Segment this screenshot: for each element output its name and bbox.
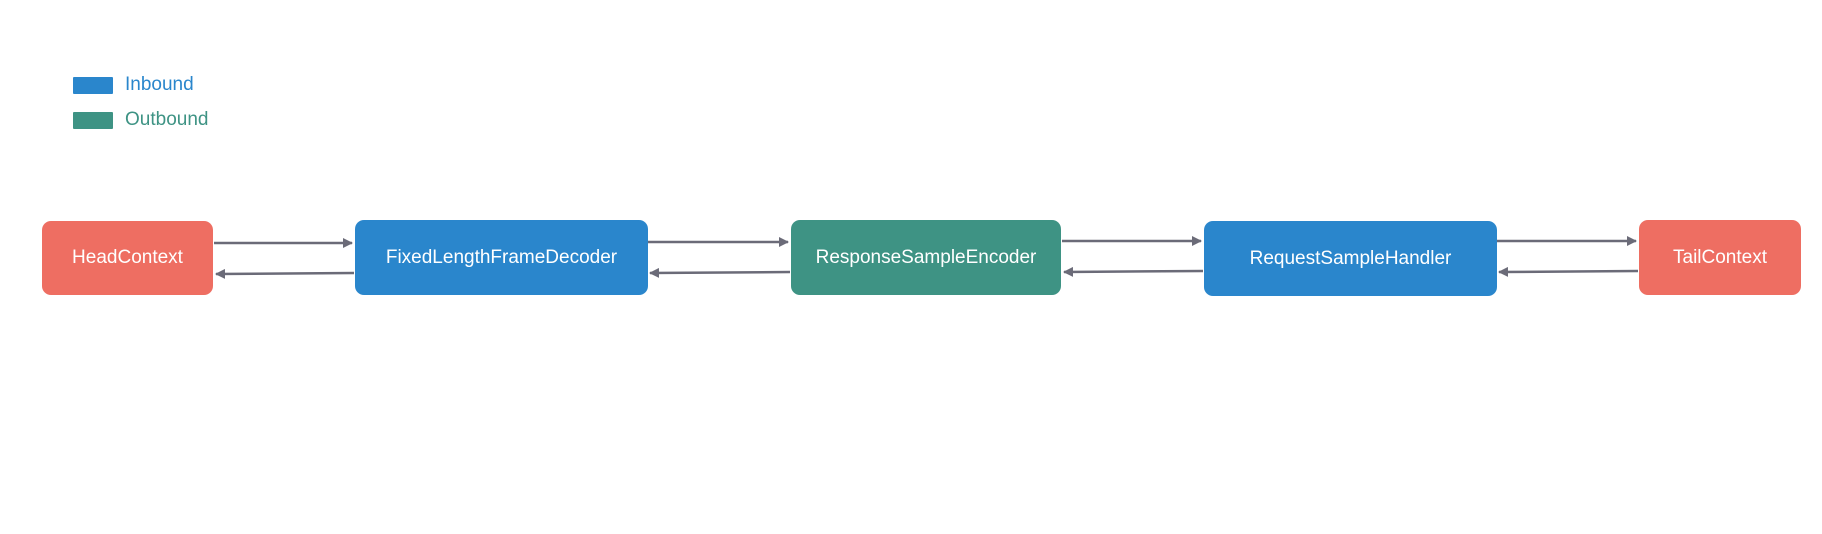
node-fixed-length-frame-decoder: FixedLengthFrameDecoder <box>355 220 648 295</box>
node-response-sample-encoder: ResponseSampleEncoder <box>791 220 1061 295</box>
arrow-decoder-to-head <box>215 268 355 279</box>
arrow-tail-to-handler <box>1498 266 1639 277</box>
arrow-encoder-to-decoder <box>649 267 791 278</box>
node-tail-context: TailContext <box>1639 220 1801 295</box>
legend-label-inbound: Inbound <box>125 74 194 95</box>
legend-label-outbound: Outbound <box>125 109 209 130</box>
node-head-context: HeadContext <box>42 221 213 295</box>
legend-item-inbound: Inbound <box>73 74 194 96</box>
node-request-sample-handler: RequestSampleHandler <box>1204 221 1497 296</box>
arrow-handler-to-encoder <box>1063 266 1204 277</box>
legend-item-outbound: Outbound <box>73 109 208 131</box>
legend-swatch-inbound <box>73 76 113 94</box>
legend-swatch-outbound <box>73 111 113 129</box>
